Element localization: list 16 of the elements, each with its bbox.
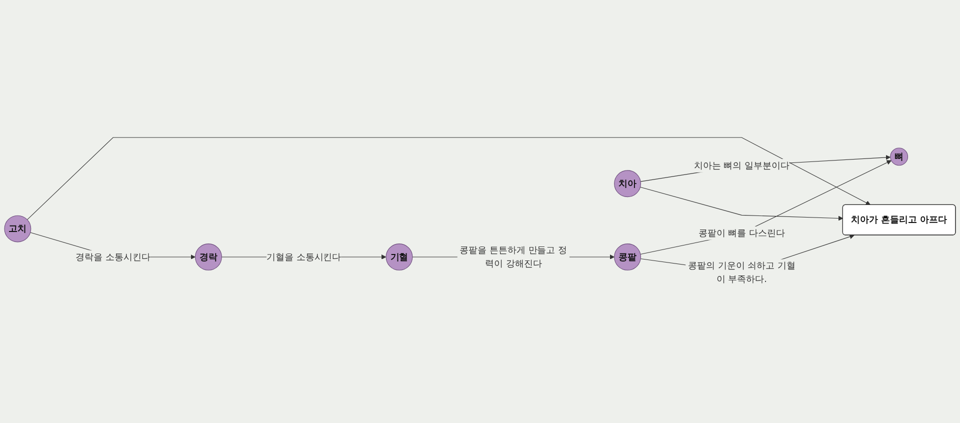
arrow bbox=[640, 186, 844, 220]
edge-label: 경락을 소통시킨다 bbox=[76, 251, 150, 262]
node-circle: 고치 bbox=[4, 215, 32, 242]
edge-label: 콩팥의 기운이 쇠하고 기혈이 부족하다. bbox=[688, 260, 796, 284]
arrow bbox=[640, 160, 892, 254]
edge-label: 기혈을 소통시킨다 bbox=[266, 251, 342, 262]
arrow bbox=[640, 154, 891, 182]
node-circle: 경락 bbox=[195, 243, 222, 270]
edge-label: 콩팥을 튼튼하게 만들고 정력이 강해진다 bbox=[460, 244, 568, 268]
edge-label: 콩팥이 뼈를 다스린다 bbox=[698, 227, 785, 238]
node-circle: 기혈 bbox=[386, 243, 413, 270]
node-circle: 뼈 bbox=[890, 147, 908, 166]
node-circle: 치아 bbox=[614, 170, 641, 197]
edge-label: 치아는 뼈의 일부분이다 bbox=[694, 160, 790, 170]
node-circle: 콩팥 bbox=[614, 243, 641, 270]
arrow bbox=[26, 136, 871, 220]
